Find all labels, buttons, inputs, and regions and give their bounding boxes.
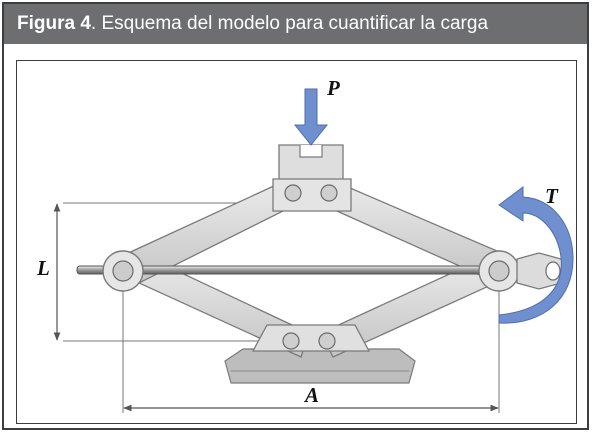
bottom-right-pin (318, 332, 336, 350)
load-arrow (293, 88, 329, 146)
torque-label: T (545, 184, 559, 208)
threaded-rod (76, 265, 538, 275)
top-right-pin (320, 184, 338, 202)
scissor-jack-diagram: L A (36, 76, 574, 413)
figure-number: Figura 4 (17, 13, 91, 34)
bottom-left-pin (282, 332, 300, 350)
diagram-frame: L A (16, 60, 577, 424)
height-label: L (36, 256, 50, 280)
top-left-pin (284, 184, 302, 202)
torque-arrow (498, 186, 574, 324)
width-label: A (303, 383, 319, 407)
figure-caption: Figura 4. Esquema del modelo para cuanti… (4, 4, 587, 44)
load-label: P (326, 76, 340, 100)
figure-caption-text: . Esquema del modelo para cuantificar la… (90, 13, 489, 34)
bottom-pivot-block (251, 324, 371, 352)
jack-base (224, 348, 416, 384)
